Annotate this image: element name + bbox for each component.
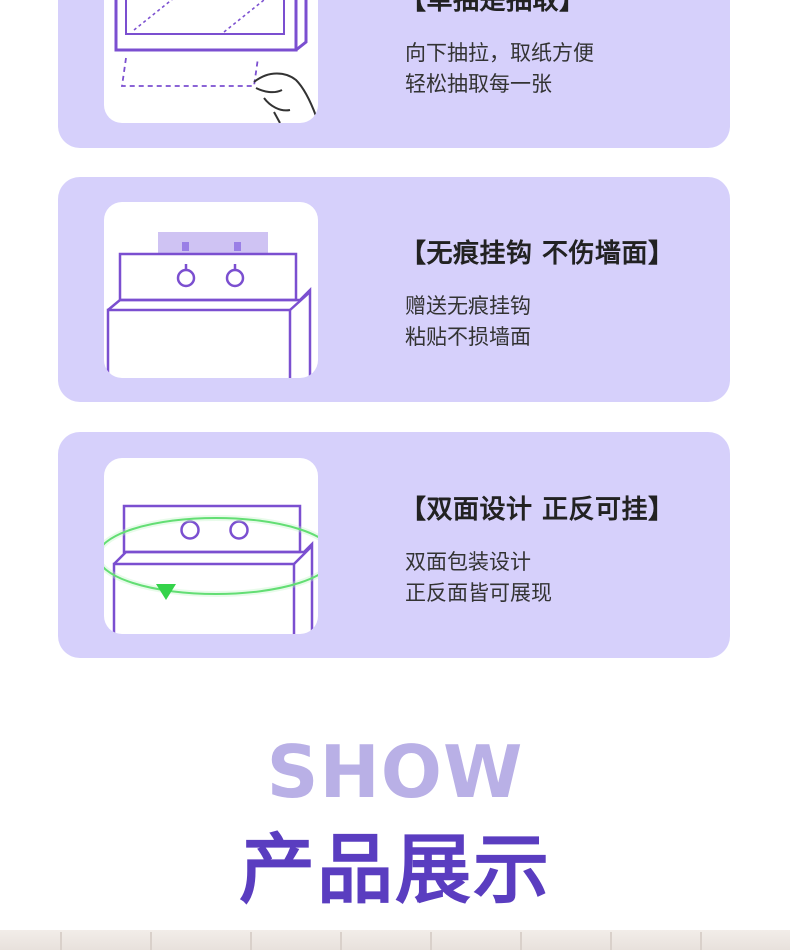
feature-title: 【单抽是抽取】 xyxy=(400,0,586,16)
feature-card-hook: 【无痕挂钩 不伤墙面】 赠送无痕挂钩 粘贴不损墙面 xyxy=(58,177,730,402)
pull-tissue-illustration xyxy=(104,0,318,123)
wall-hook-icon xyxy=(106,232,312,378)
show-heading-chinese: 产品展示 xyxy=(239,825,551,914)
feature-title: 【双面设计 正反可挂】 xyxy=(400,495,675,525)
feature-description: 双面包装设计 正反面皆可展现 xyxy=(405,547,552,609)
feature-line: 赠送无痕挂钩 xyxy=(405,294,531,318)
product-photo-edge xyxy=(0,930,790,950)
feature-card-pull: 【单抽是抽取】 向下抽拉，取纸方便 轻松抽取每一张 xyxy=(58,0,730,148)
double-side-illustration xyxy=(104,458,318,634)
feature-description: 向下抽拉，取纸方便 轻松抽取每一张 xyxy=(405,38,594,100)
feature-description: 赠送无痕挂钩 粘贴不损墙面 xyxy=(405,291,531,353)
feature-line: 正反面皆可展现 xyxy=(405,581,552,605)
feature-line: 双面包装设计 xyxy=(405,550,531,574)
feature-title: 【无痕挂钩 不伤墙面】 xyxy=(400,239,675,269)
hook-illustration xyxy=(104,202,318,378)
feature-line: 粘贴不损墙面 xyxy=(405,325,531,349)
rotate-box-icon xyxy=(104,504,318,634)
feature-card-double-side: 【双面设计 正反可挂】 双面包装设计 正反面皆可展现 xyxy=(58,432,730,658)
feature-line: 向下抽拉，取纸方便 xyxy=(405,41,594,65)
hand-pull-icon xyxy=(114,0,317,123)
show-heading-english: SHOW xyxy=(266,730,524,814)
feature-line: 轻松抽取每一张 xyxy=(405,72,552,96)
